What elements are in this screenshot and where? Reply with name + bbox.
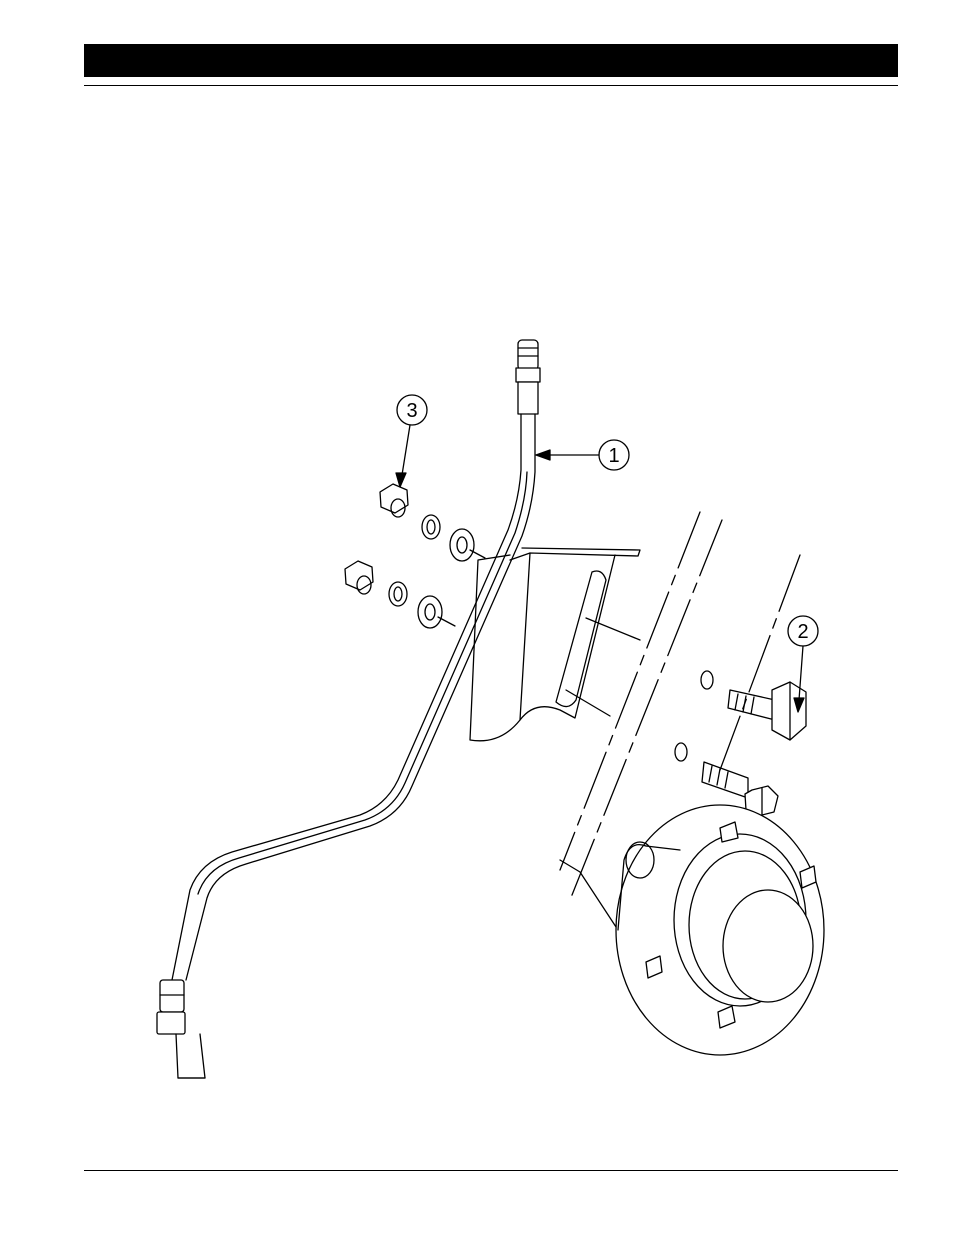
plate-edge (560, 860, 618, 930)
callout-label-2: 2 (797, 621, 808, 643)
footer-rule (84, 1170, 898, 1171)
nut-washer-set-lower (345, 561, 455, 628)
callout-label-3: 3 (406, 400, 417, 422)
brake-line-tube (157, 340, 540, 1078)
callout-3: 3 (396, 395, 427, 487)
nut-washer-set-upper (380, 484, 485, 561)
callout-1: 1 (536, 440, 629, 470)
wheel-hub (616, 805, 824, 1055)
callout-label-1: 1 (608, 445, 619, 467)
